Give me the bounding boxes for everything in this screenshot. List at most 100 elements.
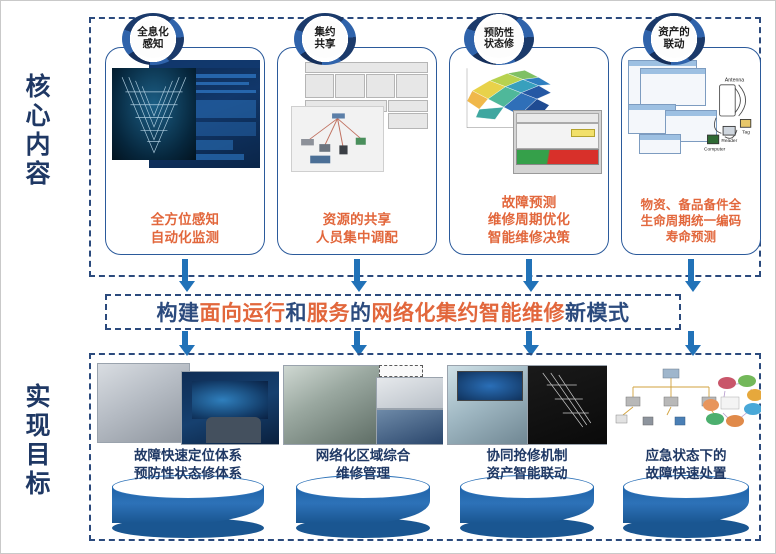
- goal-3-caption: 应急状态下的 故障快速处置: [611, 447, 761, 482]
- core-badge-2-line-0: 预防性: [484, 27, 514, 39]
- core-card-3-caption-line-2: 寿命预测: [665, 230, 717, 245]
- goal-3-cylinder: [623, 475, 749, 538]
- core-card-3-thumbnail: Antenna Computer Reader Tag: [626, 58, 756, 176]
- goal-tile-networked-regional-maintenance[interactable]: 网络化区域综合 维修管理: [283, 363, 443, 538]
- banner-segment-3: 服务: [307, 302, 350, 325]
- goal-0-thumbnail: [97, 363, 279, 445]
- core-card-0-caption-line-1: 自动化监测: [150, 229, 220, 245]
- wireframe-svg: [121, 77, 187, 154]
- core-card-2-thumbnail: [454, 58, 604, 176]
- banner-segment-2: 和: [285, 302, 307, 325]
- goal-3-caption-line-0: 应急状态下的: [645, 448, 727, 463]
- goal-1-thumbnail: [283, 363, 443, 445]
- goal-3-thumbnail: [611, 363, 761, 445]
- core-card-1-caption: 资源的共享 人员集中调配: [278, 211, 436, 246]
- core-label-char-0: 核: [25, 73, 51, 101]
- core-card-intensive-sharing[interactable]: 资源的共享 人员集中调配: [277, 47, 437, 255]
- core-badge-asset-linkage[interactable]: 资产的 联动: [643, 13, 705, 65]
- core-card-3-caption-line-0: 物资、备品备件全: [640, 198, 742, 213]
- core-badge-3-line-1: 联动: [663, 38, 685, 50]
- goal-label-char-2: 目: [25, 441, 51, 469]
- core-label-char-3: 容: [25, 160, 51, 188]
- goal-2-thumbnail: [447, 363, 607, 445]
- core-badge-holographic-sensing[interactable]: 全息化 感知: [122, 13, 184, 65]
- banner-segment-0: 构建: [156, 302, 200, 325]
- topology-svg: [301, 113, 366, 164]
- svg-text:Computer: Computer: [704, 147, 726, 153]
- core-card-2-caption-line-1: 维修周期优化: [487, 212, 571, 228]
- core-card-asset-linkage[interactable]: Antenna Computer Reader Tag 物资、备品备件全 生命周…: [621, 47, 761, 255]
- goal-1-caption-line-0: 网络化区域综合: [315, 448, 411, 463]
- core-badge-intensive-sharing[interactable]: 集约 共享: [294, 13, 356, 65]
- core-card-1-thumbnail: [282, 58, 432, 176]
- goal-tile-fault-location-system[interactable]: 故障快速定位体系 预防性状态修体系: [97, 363, 279, 538]
- goal-3-caption-line-1: 故障快速处置: [645, 465, 727, 481]
- goal-2-caption: 协同抢修机制 资产智能联动: [447, 447, 607, 482]
- core-badge-1-line-1: 共享: [314, 38, 336, 50]
- core-badge-2-text: 预防性 状态修: [474, 20, 524, 58]
- arrow-banner-to-goal-3: [685, 331, 701, 356]
- core-card-3-caption: 物资、备品备件全 生命周期统一编码 寿命预测: [622, 198, 760, 246]
- 3d-structure-wireframe-image: [112, 68, 196, 160]
- svg-text:Reader: Reader: [721, 138, 737, 144]
- goal-1-caption-line-1: 维修管理: [336, 465, 390, 481]
- arrow-banner-to-goal-1: [351, 331, 367, 356]
- core-card-2-caption-line-2: 智能维修决策: [487, 229, 571, 245]
- core-badge-0-text: 全息化 感知: [131, 20, 175, 58]
- core-badge-2-line-1: 状态修: [484, 39, 514, 50]
- software-windows-image: [628, 60, 717, 154]
- network-topology-image: [291, 106, 385, 172]
- core-card-1-caption-line-1: 人员集中调配: [315, 229, 399, 245]
- banner-segment-4: 的: [350, 302, 372, 325]
- svg-text:Antenna: Antenna: [725, 77, 744, 83]
- core-content-side-label: 核 心 内 容: [15, 73, 61, 189]
- svg-text:Tag: Tag: [742, 129, 750, 135]
- core-badge-0-line-1: 感知: [142, 38, 164, 50]
- arrow-core-to-banner-1: [351, 259, 367, 292]
- risk-function-chart-image: [513, 110, 602, 174]
- goal-tile-collaborative-emergency-repair[interactable]: 协同抢修机制 资产智能联动: [447, 363, 607, 538]
- goal-label-char-0: 实: [25, 383, 51, 411]
- arrow-core-to-banner-2: [523, 259, 539, 292]
- emergency-flow-diagram-svg: [615, 368, 761, 427]
- goal-side-label: 实 现 目 标: [15, 383, 61, 499]
- core-card-2-caption-line-0: 故障预测: [501, 195, 557, 211]
- goal-0-caption-line-0: 故障快速定位体系: [134, 448, 242, 463]
- core-badge-1-text: 集约 共享: [303, 20, 347, 58]
- core-badge-1-line-0: 集约: [314, 26, 336, 39]
- core-card-preventive-condition-repair[interactable]: 故障预测 维修周期优化 智能维修决策: [449, 47, 609, 255]
- center-banner: 构建 面向运行 和 服务 的 网络化集约智能维修 新模式: [105, 294, 681, 330]
- core-card-0-caption: 全方位感知 自动化监测: [106, 211, 264, 246]
- goal-2-caption-line-0: 协同抢修机制: [486, 448, 568, 463]
- goal-0-caption: 故障快速定位体系 预防性状态修体系: [97, 447, 279, 482]
- core-badge-3-text: 资产的 联动: [652, 20, 696, 58]
- org-chart-image: [291, 58, 429, 172]
- banner-segment-5: 网络化集约智能维修: [371, 302, 565, 325]
- goal-2-cylinder: [459, 475, 595, 538]
- core-badge-0-line-0: 全息化: [137, 26, 169, 39]
- core-badge-preventive-condition-repair[interactable]: 预防性 状态修: [464, 13, 534, 65]
- goal-label-char-3: 标: [25, 470, 51, 498]
- goal-2-caption-line-1: 资产智能联动: [486, 465, 568, 481]
- arrow-banner-to-goal-0: [179, 331, 195, 356]
- core-label-char-1: 心: [25, 102, 51, 130]
- goal-0-cylinder: [111, 475, 265, 538]
- goal-tile-emergency-fault-handling[interactable]: 应急状态下的 故障快速处置: [611, 363, 761, 538]
- core-card-2-caption: 故障预测 维修周期优化 智能维修决策: [450, 194, 608, 246]
- core-card-0-caption-line-0: 全方位感知: [150, 212, 220, 228]
- core-card-1-caption-line-0: 资源的共享: [322, 212, 392, 228]
- goal-label-char-1: 现: [25, 412, 51, 440]
- banner-segment-6: 新模式: [565, 302, 630, 325]
- core-card-3-caption-line-1: 生命周期统一编码: [640, 214, 742, 229]
- core-label-char-2: 内: [25, 131, 51, 159]
- arrow-banner-to-goal-2: [523, 331, 539, 356]
- core-card-0-thumbnail: [110, 58, 260, 176]
- goal-0-caption-line-1: 预防性状态修体系: [134, 465, 242, 481]
- banner-segment-1: 面向运行: [199, 302, 286, 325]
- arrow-core-to-banner-0: [179, 259, 195, 292]
- rfid-diagram-svg: Antenna Computer Reader Tag: [704, 77, 752, 153]
- core-badge-3-line-0: 资产的: [658, 26, 690, 39]
- goal-2-3d-model-svg: [542, 372, 592, 428]
- core-card-holographic-sensing[interactable]: 全方位感知 自动化监测: [105, 47, 265, 255]
